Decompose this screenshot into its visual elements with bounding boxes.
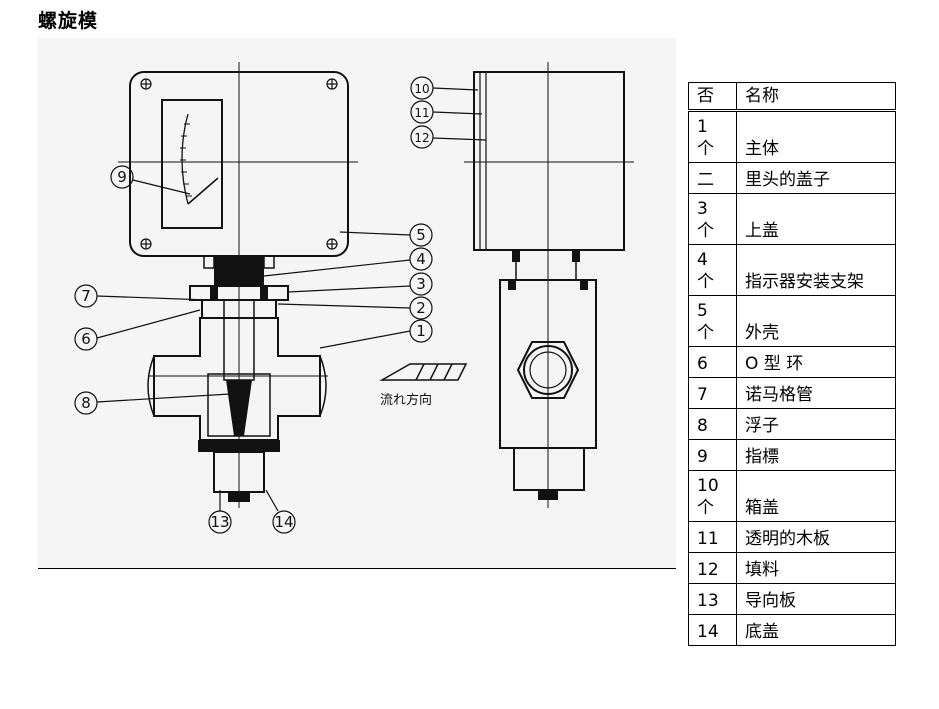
table-row: 7 诺马格管: [688, 377, 896, 409]
page-title: 螺旋模: [38, 10, 99, 32]
row-name: 指標: [736, 439, 896, 471]
flow-label: 流れ方向: [380, 392, 432, 408]
parts-table: 否 名称 1 个 主体 二 里头的盖子 3 个 上盖 4 个 指示器安装支架 5…: [688, 82, 896, 646]
technical-drawing: 9 5 4 3 2 1 7 6 8: [38, 38, 676, 568]
callout-1: 1: [416, 322, 426, 340]
valve-diagram: 9 5 4 3 2 1 7 6 8: [74, 62, 634, 534]
table-row: 4 个 指示器安装支架: [688, 244, 896, 296]
horizontal-rule: [38, 568, 676, 569]
row-no: 12: [688, 552, 737, 584]
table-row: 5 个 外壳: [688, 295, 896, 347]
row-no: 7: [688, 377, 737, 409]
callout-6: 6: [81, 330, 91, 348]
callouts-side: 10 11 12: [410, 76, 487, 149]
row-no: 6: [688, 346, 737, 378]
callout-5: 5: [416, 226, 426, 244]
callout-11: 11: [414, 106, 429, 120]
row-no: 11: [688, 521, 737, 553]
row-name: 导向板: [736, 583, 896, 615]
callout-13: 13: [210, 513, 229, 531]
table-row: 1 个 主体: [688, 110, 896, 163]
row-name: 诺马格管: [736, 377, 896, 409]
row-no: 9: [688, 439, 737, 471]
table-row: 12 填料: [688, 552, 896, 584]
callout-12: 12: [414, 131, 429, 145]
indicator-window: [161, 99, 223, 229]
row-no: 14: [688, 614, 737, 646]
side-view-box: [473, 71, 625, 251]
table-row: 6 O 型 环: [688, 346, 896, 378]
callout-9: 9: [117, 168, 127, 186]
row-name: 主体: [736, 110, 896, 163]
header-no: 否: [688, 82, 737, 112]
row-name: O 型 环: [736, 346, 896, 378]
row-name: 外壳: [736, 295, 896, 347]
row-name: 透明的木板: [736, 521, 896, 553]
callout-3: 3: [416, 275, 426, 293]
callout-2: 2: [416, 299, 426, 317]
callout-10: 10: [414, 82, 429, 96]
row-no: 二: [688, 162, 737, 194]
row-no: 4 个: [688, 244, 737, 296]
row-no: 10 个: [688, 470, 737, 522]
table-row: 11 透明的木板: [688, 521, 896, 553]
table-row: 3 个 上盖: [688, 193, 896, 245]
table-row: 二 里头的盖子: [688, 162, 896, 194]
callout-7: 7: [81, 287, 91, 305]
callout-14: 14: [274, 513, 293, 531]
row-no: 5 个: [688, 295, 737, 347]
header-name: 名称: [736, 82, 896, 112]
table-header-row: 否 名称: [688, 82, 896, 112]
table-row: 13 导向板: [688, 583, 896, 615]
row-name: 上盖: [736, 193, 896, 245]
table-row: 10 个 箱盖: [688, 470, 896, 522]
row-no: 13: [688, 583, 737, 615]
row-name: 浮子: [736, 408, 896, 440]
table-row: 8 浮子: [688, 408, 896, 440]
flow-direction-arrow: [379, 363, 468, 381]
row-name: 里头的盖子: [736, 162, 896, 194]
table-row: 14 底盖: [688, 614, 896, 646]
row-no: 1 个: [688, 110, 737, 163]
callouts-front: 9 5 4 3 2 1 7 6 8: [74, 165, 433, 534]
callout-8: 8: [81, 394, 91, 412]
row-name: 填料: [736, 552, 896, 584]
row-name: 指示器安装支架: [736, 244, 896, 296]
corner-screws: [140, 78, 338, 250]
row-name: 箱盖: [736, 470, 896, 522]
callout-4: 4: [416, 250, 426, 268]
row-no: 3 个: [688, 193, 737, 245]
table-row: 9 指標: [688, 439, 896, 471]
row-name: 底盖: [736, 614, 896, 646]
row-no: 8: [688, 408, 737, 440]
